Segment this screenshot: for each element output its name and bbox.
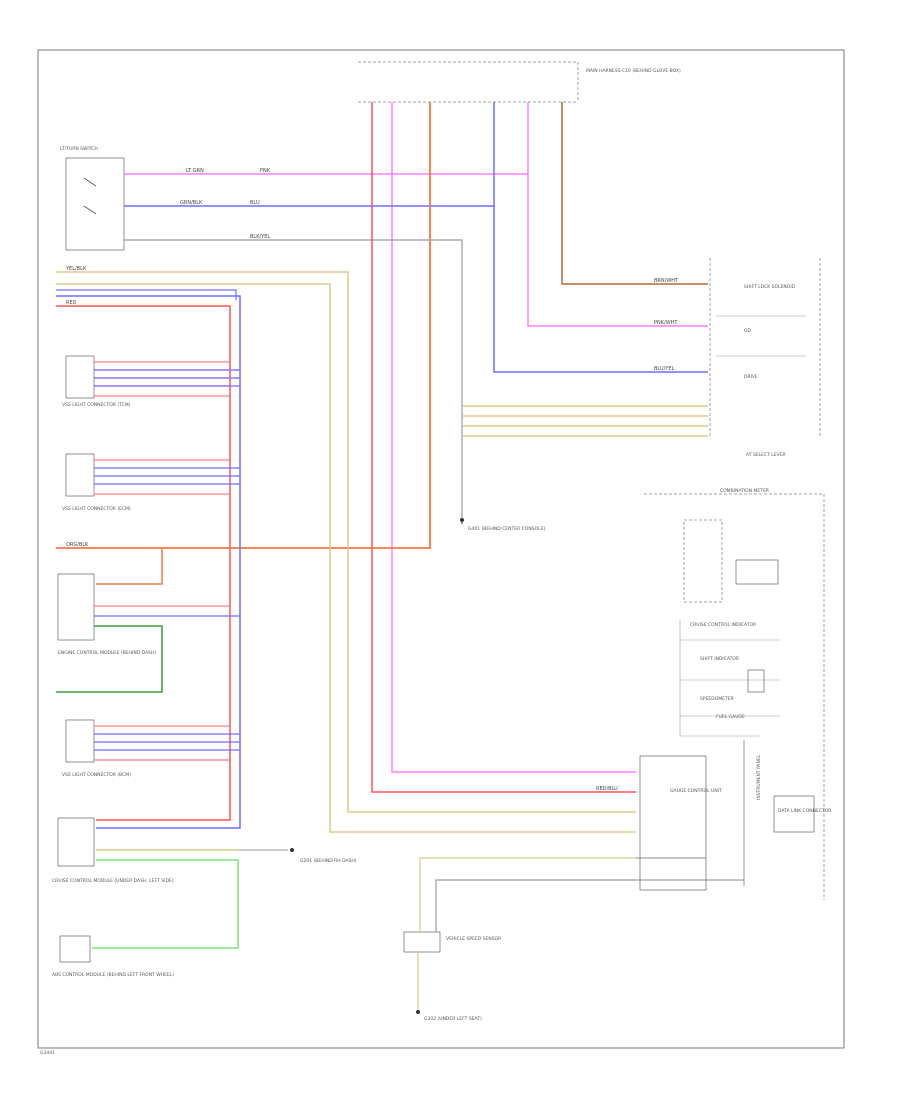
wire-tan-3 xyxy=(462,405,708,437)
meter-inner-label-3: SPEEDOMETER xyxy=(700,696,734,702)
wire-tan-1 xyxy=(56,271,636,813)
meter-inner-label-4: FUEL GAUGE xyxy=(716,714,745,720)
wire-label-grn-blk: GRN/BLK xyxy=(180,200,203,206)
meter-inner-box-1 xyxy=(735,559,779,585)
vss-left-3: VSS LIGHT CONNECTOR (BCM) xyxy=(62,719,131,778)
cruise-control-module: CRUISE CONTROL MODULE (UNDER DASH, LEFT … xyxy=(52,817,174,884)
wire-label-yel-blk: YEL/BLK xyxy=(65,266,87,272)
shift-position-1: SHIFT LOCK SOLENOID xyxy=(744,284,796,290)
switch-top-left-label: LT/TURN SWITCH xyxy=(60,146,98,152)
engine-control-module: ENGINE CONTROL MODULE (BEHIND DASH) xyxy=(57,573,156,656)
wire-label-blu-yel: BLU/YEL xyxy=(654,366,675,372)
vss-left-2: VSS LIGHT CONNECTOR (ECM) xyxy=(62,453,131,512)
shift-lever-unit: SHIFT LOCK SOLENOID OD DRIVE AT SELECT L… xyxy=(709,258,821,458)
wire-label-pnk-wht: PNK/WHT xyxy=(654,320,678,326)
wire-ecm-green xyxy=(56,625,163,693)
top-connector: MAIN HARNESS C10 (BEHIND GLOVE BOX) xyxy=(358,61,681,103)
wire-red-main xyxy=(371,102,636,793)
shift-lever-label: AT SELECT LEVER xyxy=(746,452,786,458)
meter-inner-label-1: CRUISE CONTROL INDICATOR xyxy=(690,622,756,628)
wire-red-loop xyxy=(56,305,231,821)
meter-ic-label: GAUGE CONTROL UNIT xyxy=(670,788,722,794)
meter-ic xyxy=(639,755,707,891)
wire-label-red-blu: RED/BLU xyxy=(596,786,618,792)
wire-blue-loop xyxy=(56,295,241,829)
wire-label-blk-yel: BLK/YEL xyxy=(250,234,270,240)
meter-vertical-label: INSTRUMENT PANEL xyxy=(756,754,762,800)
wire-pink-2 xyxy=(391,102,636,773)
speed-sensor-label: VEHICLE SPEED SENSOR xyxy=(446,936,501,942)
wire-label-brn-wht: BRN/WHT xyxy=(654,278,679,284)
wire-vss2-blue xyxy=(94,467,240,485)
vss-left-2-label: VSS LIGHT CONNECTOR (ECM) xyxy=(62,506,131,512)
wire-orange-1 xyxy=(56,102,431,549)
wire-label-blu: BLU xyxy=(250,200,260,206)
meter-inner-label-2: SHIFT INDICATOR xyxy=(700,656,739,662)
vss-left-1: VSS LIGHT CONNECTOR (TCM) xyxy=(62,355,131,408)
vss-left-3-label: VSS LIGHT CONNECTOR (BCM) xyxy=(62,772,131,778)
wire-brown-1 xyxy=(561,102,708,285)
ground-right-label: G201 (BEHIND RH DASH) xyxy=(300,858,357,864)
wire-label-lt-grn: LT GRN xyxy=(186,168,204,174)
wire-vss1-blue xyxy=(94,369,240,387)
wire-label-org-blk: ORG/BLK xyxy=(66,542,89,548)
ground-right: G201 (BEHIND RH DASH) xyxy=(290,848,357,864)
diagram-frame xyxy=(37,49,845,1049)
shift-position-3: DRIVE xyxy=(744,374,758,380)
top-connector-label: MAIN HARNESS C10 (BEHIND GLOVE BOX) xyxy=(586,68,681,74)
wire-green-1 xyxy=(92,859,239,949)
cruise-control-label: CRUISE CONTROL MODULE (UNDER DASH, LEFT … xyxy=(52,878,174,884)
wire-meter-gray xyxy=(636,857,744,881)
wire-label-red: RED xyxy=(66,300,77,306)
wire-tan-2 xyxy=(56,283,636,833)
ground-center: G401 (BEHIND CENTER CONSOLE) xyxy=(460,518,545,532)
wire-speed-1 xyxy=(419,857,636,932)
meter-right-label: DATA LINK CONNECTOR xyxy=(778,808,831,814)
wire-label-pnk: PNK xyxy=(260,168,271,174)
abs-control-label: ABS CONTROL MODULE (BEHIND LEFT FRONT WH… xyxy=(52,972,174,978)
wire-vss3-red xyxy=(94,725,230,761)
switch-top-left: LT/TURN SWITCH xyxy=(60,146,125,251)
wire-blue-1 xyxy=(124,205,708,373)
meter-cluster xyxy=(683,519,723,603)
shift-position-2: OD xyxy=(744,328,752,334)
vss-left-1-label: VSS LIGHT CONNECTOR (TCM) xyxy=(62,402,131,408)
combination-meter-label: COMBINATION METER xyxy=(720,488,769,494)
speed-sensor: VEHICLE SPEED SENSOR xyxy=(403,931,501,953)
wire-vss3-blue xyxy=(94,733,240,751)
ground-center-label: G401 (BEHIND CENTER CONSOLE) xyxy=(468,526,545,532)
wire-speed-2 xyxy=(435,879,636,932)
ground-bottom: G302 (UNDER LEFT SEAT) xyxy=(416,1010,482,1022)
meter-right-box xyxy=(773,795,815,833)
wire-vss1 xyxy=(94,361,240,397)
engine-control-label: ENGINE CONTROL MODULE (BEHIND DASH) xyxy=(58,650,156,656)
wire-pink-1 xyxy=(124,173,708,327)
wire-blue-loop-2 xyxy=(56,289,237,300)
combination-meter: COMBINATION METER CRUISE CONTROL INDICAT… xyxy=(639,488,831,900)
ground-bottom-label: G302 (UNDER LEFT SEAT) xyxy=(424,1016,482,1022)
footer-code: G3441 xyxy=(40,1050,55,1056)
abs-control-module: ABS CONTROL MODULE (BEHIND LEFT FRONT WH… xyxy=(52,935,174,978)
wire-orange-2 xyxy=(96,548,163,585)
wire-vss2-red xyxy=(94,459,230,495)
